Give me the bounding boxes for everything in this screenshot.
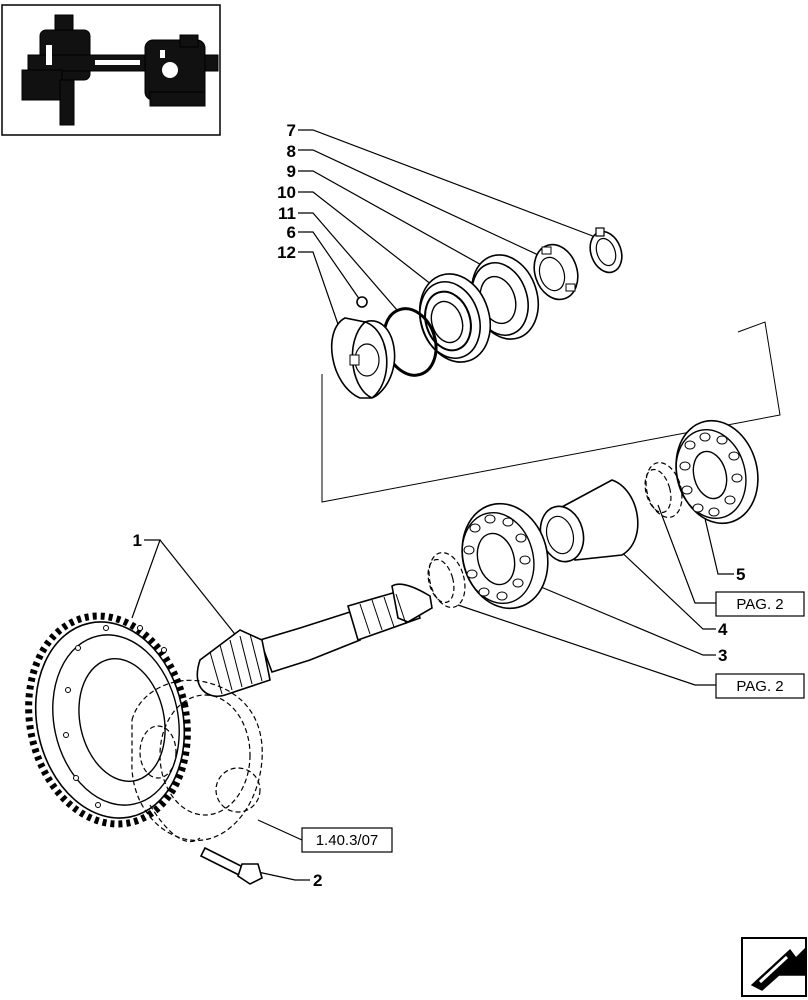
reference-box-pag2-upper[interactable]: PAG. 2 [715, 591, 805, 617]
callout-11: 11 [278, 204, 296, 223]
part-10-bearing[interactable] [409, 265, 501, 372]
callout-3: 3 [718, 646, 727, 665]
svg-text:PAG. 2: PAG. 2 [736, 596, 783, 613]
shim-ring-upper [644, 461, 683, 519]
next-page-arrow-icon[interactable] [741, 937, 807, 997]
callout-2: 2 [313, 871, 322, 890]
differential-housing-dashed [131, 679, 263, 843]
leader-lines [131, 129, 734, 881]
axle-thumbnail[interactable] [1, 4, 221, 136]
group-bracket [321, 321, 781, 503]
callout-9: 9 [287, 162, 296, 181]
reference-box-1-40-3-07[interactable]: 1.40.3/07 [301, 827, 393, 853]
callout-6: 6 [287, 223, 296, 242]
part-8-ring-nut[interactable] [527, 239, 584, 305]
part-4-spacer-sleeve[interactable] [534, 479, 639, 566]
callout-12: 12 [277, 243, 296, 262]
part-2-bolt[interactable] [199, 846, 263, 885]
reference-box-pag2-lower[interactable]: PAG. 2 [715, 673, 805, 699]
callout-5: 5 [736, 565, 745, 584]
part-12-split-collar[interactable] [330, 317, 396, 399]
part-3-bearing[interactable] [451, 494, 560, 618]
callout-7: 7 [287, 121, 296, 140]
svg-text:1.40.3/07: 1.40.3/07 [316, 832, 379, 849]
part-1-pinion-and-crown-wheel[interactable] [10, 583, 433, 839]
callout-10: 10 [277, 183, 296, 202]
callout-labels: 7 8 9 10 11 6 12 1 5 4 3 2 [133, 121, 746, 890]
part-7-snap-ring[interactable] [585, 227, 628, 277]
part-6-ball[interactable] [356, 296, 368, 308]
callout-1: 1 [133, 531, 142, 550]
callout-8: 8 [287, 142, 296, 161]
shim-ring-lower [427, 551, 466, 609]
callout-4: 4 [718, 620, 728, 639]
svg-text:PAG. 2: PAG. 2 [736, 678, 783, 695]
part-5-bearing[interactable] [665, 411, 769, 532]
